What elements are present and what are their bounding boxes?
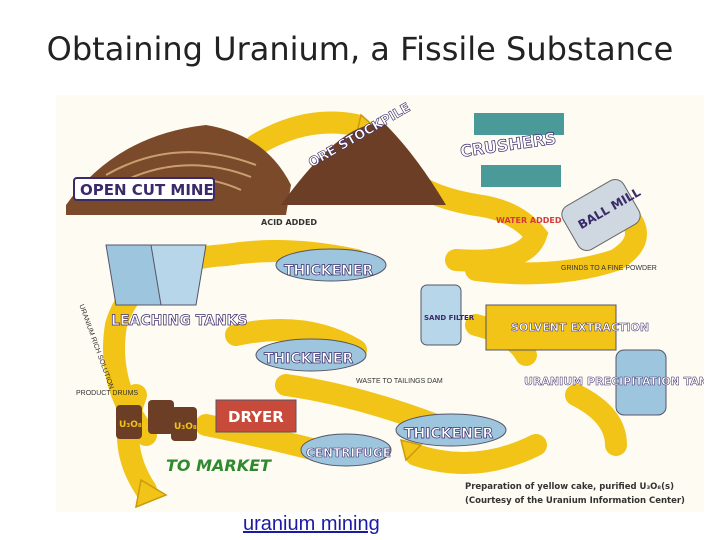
to-market-label: TO MARKET — [166, 456, 272, 475]
thickener-3-tank — [395, 413, 507, 447]
thickener-2-tank — [255, 338, 367, 372]
sand-filter-label: SAND FILTER — [424, 314, 475, 322]
crusher-bottom — [481, 165, 561, 187]
sand-filter — [420, 284, 462, 346]
open-cut-mine-label: OPEN CUT MINE — [80, 181, 214, 199]
caption-line-1: Preparation of yellow cake, purified U₃O… — [465, 482, 674, 492]
ore-stockpile — [281, 124, 446, 205]
thickener-1-label: THICKENER — [284, 263, 373, 279]
ball-mill — [561, 179, 641, 251]
drum-label-1: U₃O₈ — [119, 420, 142, 430]
drum-label-2: U₃O₈ — [174, 422, 197, 432]
leaching-tank-2 — [150, 244, 207, 306]
solvent-extraction-tank — [485, 304, 617, 351]
open-cut-mine-badge — [73, 177, 215, 201]
image-caption: Preparation of yellow cake, purified U₃O… — [465, 480, 685, 508]
thickener-2-label: THICKENER — [264, 351, 353, 367]
uranium-mining-link[interactable]: uranium mining — [243, 513, 380, 535]
thickener-3-label: THICKENER — [404, 426, 493, 442]
dryer — [215, 399, 297, 433]
grinds-label: GRINDS TO A FINE POWDER — [561, 265, 657, 272]
leaching-tanks-label: LEACHING TANKS — [111, 313, 248, 329]
thickener-1-tank — [275, 248, 387, 282]
solvent-extraction-label: SOLVENT EXTRACTION — [511, 321, 649, 334]
precipitation-tank — [615, 349, 667, 416]
product-drums-label: PRODUCT DRUMS — [76, 390, 138, 397]
waste-label: WASTE TO TAILINGS DAM — [356, 378, 443, 385]
water-added-label: WATER ADDED — [496, 216, 562, 225]
product-drum-2 — [148, 400, 174, 434]
crusher-top — [474, 113, 564, 135]
page-title: Obtaining Uranium, a Fissile Substance — [46, 30, 674, 68]
acid-added-label: ACID ADDED — [261, 218, 317, 227]
dryer-label: DRYER — [228, 408, 284, 426]
product-drum-1 — [116, 405, 142, 439]
centrifuge-tank — [300, 433, 392, 467]
uranium-process-diagram: OPEN CUT MINE ORE STOCKPILE CRUSHERS BAL… — [56, 95, 704, 512]
product-drum-3 — [171, 407, 197, 441]
centrifuge-label: CENTRIFUGE — [306, 446, 391, 460]
caption-line-2: (Courtesy of the Uranium Information Cen… — [465, 496, 685, 506]
precipitation-tank-label: URANIUM PRECIPITATION TANK — [524, 375, 704, 388]
